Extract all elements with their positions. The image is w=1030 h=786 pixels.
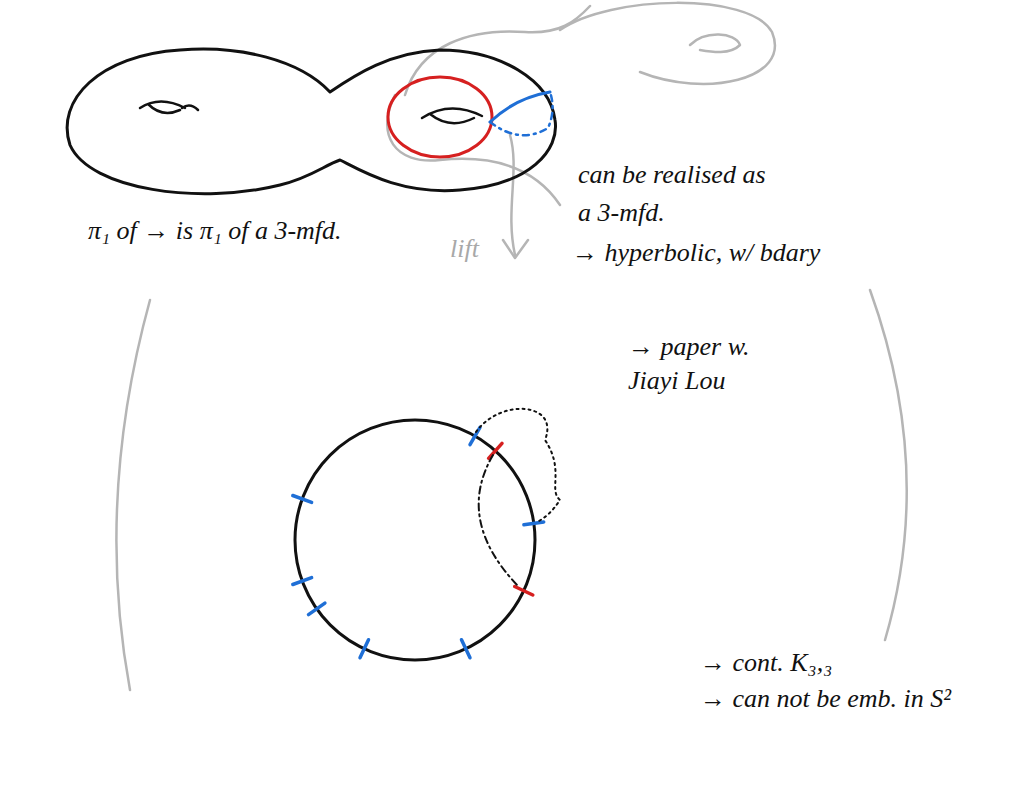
blue-tick [462,640,471,658]
boundary-circle [295,420,535,660]
lift-label: lift [450,232,479,266]
grey-loop [560,3,775,84]
lift-arrow [510,135,515,255]
red-curve [388,77,492,157]
note-text: → hyperbolic, w/ bdary [572,236,820,270]
note-text: π₁ of → is π₁ of a 3-mfd. [88,214,342,248]
note-text: → cont. K₃,₃ [700,646,832,680]
dashed-chord [479,455,518,586]
note-text: → can not be emb. in S² [700,682,951,716]
blue-tick [309,603,325,615]
lift-arrowhead [503,240,528,258]
dotted-loop [476,409,560,522]
note-text: can be realised as [578,158,766,192]
left-hole [140,102,198,113]
note-text: a 3-mfd. [578,196,665,230]
left-bracket [116,300,150,690]
red-tick [515,587,533,596]
right-hole [422,108,482,123]
red-tick [489,443,502,458]
blue-tick [470,427,480,444]
right-bracket [870,290,907,640]
blue-meridian-back [490,92,553,135]
blue-tick [293,496,312,503]
blue-tick [360,640,369,658]
genus-two-surface [67,49,555,194]
grey-curl [690,34,740,52]
blue-meridian [490,92,550,122]
blue-tick [524,522,544,525]
note-text: → paper w. Jiayi Lou [628,330,798,398]
blue-tick [293,578,312,585]
